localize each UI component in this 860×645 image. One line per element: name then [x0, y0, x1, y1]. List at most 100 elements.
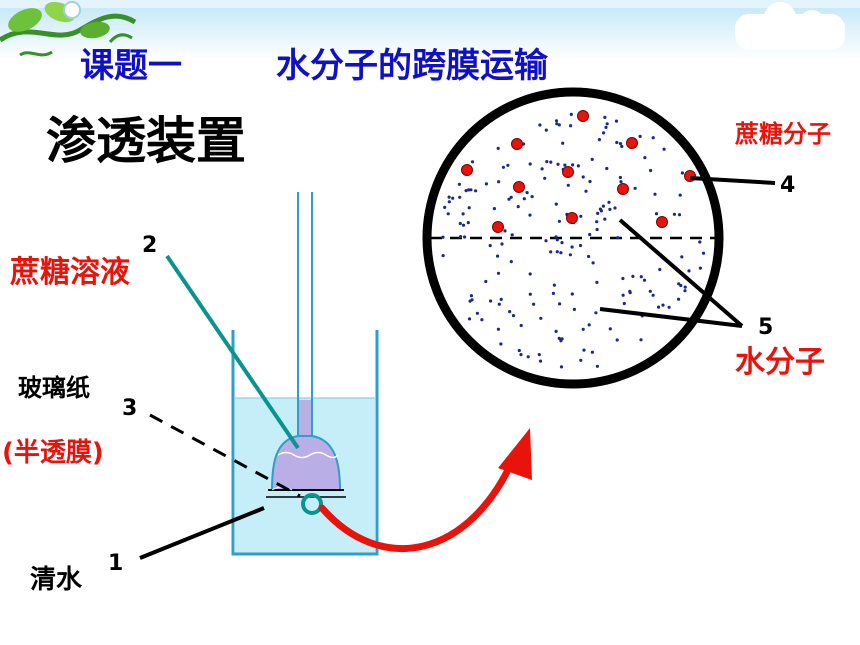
water-molecule-dot	[594, 311, 598, 315]
water-molecule-dot	[628, 289, 632, 293]
water-molecule-dot	[653, 192, 657, 196]
water-molecule-dot	[590, 157, 594, 161]
water-molecule-dot	[608, 327, 612, 331]
sucrose-molecule-dot	[513, 181, 525, 193]
vine-leaf-icon	[0, 1, 137, 57]
water-molecule-dot	[683, 289, 687, 293]
water-molecule-dot	[595, 364, 600, 368]
water-molecule-dot	[544, 128, 548, 132]
water-molecule-dot	[461, 212, 465, 216]
water-molecule-dot	[602, 131, 606, 135]
water-molecule-dot	[639, 275, 643, 279]
water-molecule-dot	[595, 280, 599, 284]
water-molecule-dot	[560, 241, 564, 245]
water-molecule-dot	[538, 123, 542, 127]
water-molecule-dot	[545, 160, 549, 164]
water-molecule-dot	[443, 205, 447, 209]
water-molecule-dot	[500, 242, 504, 246]
water-molecule-dot	[638, 134, 642, 138]
water-molecule-dot	[662, 147, 666, 151]
water-molecule-dot	[677, 282, 681, 286]
water-molecule-dot	[441, 254, 445, 258]
water-molecule-dot	[642, 278, 647, 282]
water-molecule-dot	[464, 189, 468, 193]
water-molecule-dot	[484, 279, 488, 284]
sucrose-molecule-dot	[656, 216, 668, 228]
water-molecule-dot	[492, 207, 496, 211]
water-molecule-dot	[497, 180, 501, 184]
water-molecule-dot	[496, 146, 500, 150]
water-molecule-dot	[463, 235, 467, 239]
water-molecule-dot	[603, 217, 607, 221]
water-molecule-dot	[667, 305, 671, 309]
water-molecule-dot	[537, 353, 541, 357]
water-molecule-dot	[651, 293, 655, 297]
water-molecule-dot	[658, 267, 662, 272]
water-molecule-dot	[540, 167, 544, 171]
water-molecule-dot	[687, 269, 691, 273]
water-molecule-dot	[469, 188, 473, 192]
water-molecule-dot	[516, 205, 520, 209]
water-molecule-dot	[475, 311, 479, 315]
water-molecule-dot	[588, 232, 592, 237]
water-molecule-dot	[618, 142, 623, 146]
water-molecule-dot	[489, 299, 493, 303]
water-molecule-dot	[608, 207, 612, 211]
water-molecule-dot	[601, 204, 606, 208]
water-molecule-dot	[461, 223, 466, 227]
magnify-spot	[301, 493, 323, 515]
water-molecule-dot	[457, 182, 461, 186]
water-molecule-dot	[680, 171, 685, 175]
water-molecule-dot	[451, 196, 455, 200]
magnify-arrow	[318, 428, 532, 552]
water-molecule-dot	[598, 207, 603, 211]
water-molecule-dot	[563, 163, 567, 167]
water-molecule-dot	[622, 301, 626, 306]
water-molecule-dot	[539, 316, 543, 320]
water-molecule-dot	[648, 289, 652, 293]
sucrose-molecule-dot	[511, 138, 523, 150]
water-molecule-dot	[613, 206, 617, 210]
water-molecule-dot	[587, 323, 591, 327]
water-molecule-dot	[459, 235, 463, 239]
water-molecule-dot	[496, 254, 500, 258]
water-molecule-dot	[484, 182, 488, 186]
label-sucrose-molecule: 蔗糖分子	[734, 120, 831, 148]
water-molecule-dot	[554, 235, 558, 239]
water-molecule-dot	[566, 183, 570, 187]
label-number-3: 3	[122, 396, 137, 421]
water-molecule-dot	[616, 236, 620, 240]
water-molecule-dot	[528, 213, 532, 217]
water-molecule-dot	[590, 350, 595, 354]
label-number-5: 5	[758, 315, 773, 340]
water-molecule-dot	[603, 115, 607, 119]
water-molecule-dot	[528, 162, 532, 166]
water-molecule-dot	[458, 195, 462, 199]
water-molecule-dot	[581, 175, 585, 179]
water-molecule-dot	[555, 250, 559, 254]
water-molecule-dot	[506, 163, 510, 167]
water-molecule-dot	[557, 336, 561, 340]
water-molecule-dot	[554, 329, 558, 333]
water-molecule-dot	[618, 175, 623, 180]
sucrose-molecule-dot	[461, 164, 473, 176]
water-molecule-dot	[488, 244, 492, 248]
cloud-icon	[735, 2, 845, 50]
water-molecule-dot	[446, 212, 450, 216]
water-molecule-dot	[672, 212, 677, 216]
water-molecule-dot	[509, 260, 513, 264]
water-molecule-dot	[614, 119, 619, 123]
water-molecule-dot	[497, 302, 501, 306]
water-molecule-dot	[584, 189, 588, 193]
water-molecule-dot	[605, 166, 609, 171]
water-molecule-dot	[510, 233, 514, 237]
water-molecule-dot	[605, 122, 609, 126]
water-molecule-dot	[480, 318, 484, 322]
water-molecule-dot	[621, 276, 625, 281]
water-molecule-dot	[570, 245, 574, 249]
sucrose-molecule-dot	[626, 137, 638, 149]
water-molecule-dot	[576, 164, 581, 168]
water-molecule-dot	[496, 327, 500, 331]
water-molecule-dot	[496, 271, 501, 275]
water-molecule-dot	[572, 307, 577, 311]
